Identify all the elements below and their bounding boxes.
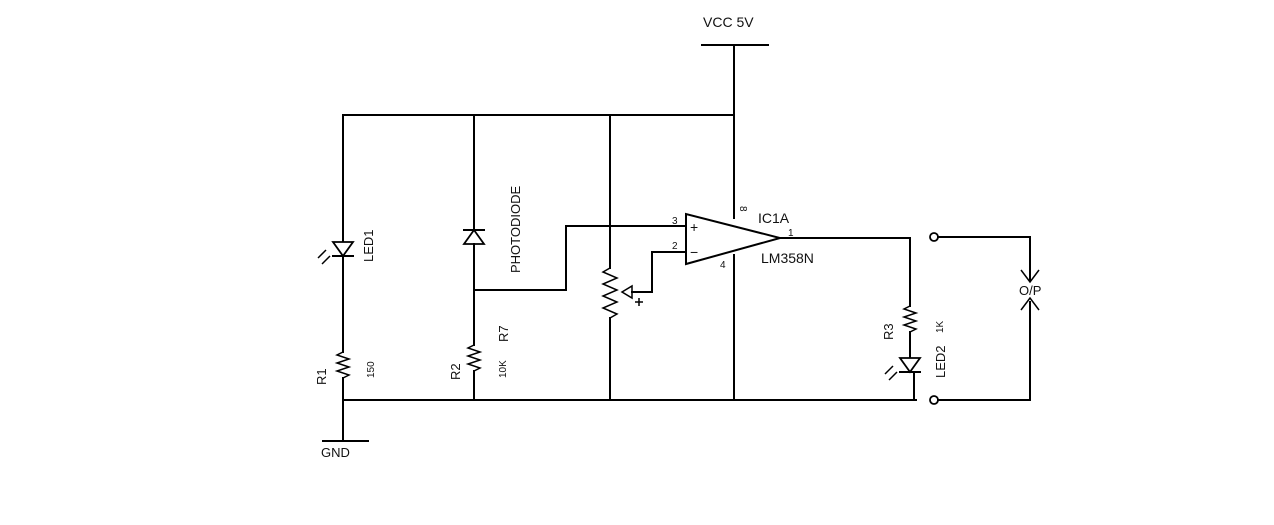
r1-value: 150 [366,361,377,378]
noninverting-wire [565,225,687,291]
r1-resistor-icon [334,351,352,379]
top-rail [342,114,735,219]
output-terminal-top[interactable] [929,232,939,242]
r3-resistor-icon [901,305,919,333]
ground-rail: GND [321,399,917,460]
branch-photodiode: PHOTODIODE R2 10K R7 [448,114,567,401]
led2-diode-icon [898,357,922,374]
output-terminal-bottom[interactable] [929,395,939,405]
r2-resistor-icon [465,344,483,372]
opamp-lm358: + − 3 2 1 8 4 IC1A LM358N [672,206,911,401]
pin-4-label: 4 [720,260,726,271]
photodiode-icon [462,228,486,245]
led1-label: LED1 [361,229,376,262]
output-arrow-up-icon [1020,296,1040,311]
vcc-label: VCC 5V [703,14,754,30]
pin-3-label: 3 [672,216,678,227]
r7-label: R7 [496,325,511,342]
output-label: O/P [1019,283,1041,298]
opamp-minus-sign: − [690,244,698,260]
opamp-part-label: LM358N [761,250,814,266]
r3-label: R3 [881,323,896,340]
r2-value: 10K [498,360,509,378]
output-arrow-down-icon [1020,269,1040,284]
led2-label: LED2 [933,345,948,378]
wiper-arrow-icon [620,284,633,300]
opamp-plus-sign: + [690,219,698,235]
gnd-label: GND [321,445,350,460]
branch-led1: LED1 R1 150 [314,114,377,401]
pin-2-label: 2 [672,241,678,252]
branch-led2: R3 1K LED2 [881,237,948,401]
pin-1-label: 1 [788,228,794,239]
potentiometer [601,114,687,401]
opamp-ref-label: IC1A [758,210,790,226]
pin-8-label: 8 [737,206,748,212]
vcc-supply: VCC 5V [701,14,769,116]
led1-diode-icon [331,241,355,258]
opamp-triangle-icon [685,212,784,266]
r2-label: R2 [448,363,463,380]
r3-value: 1K [935,320,946,333]
r1-label: R1 [314,368,329,385]
photodiode-label: PHOTODIODE [508,186,523,273]
potentiometer-resistor-icon [601,267,619,319]
output-terminals: O/P [929,232,1041,405]
